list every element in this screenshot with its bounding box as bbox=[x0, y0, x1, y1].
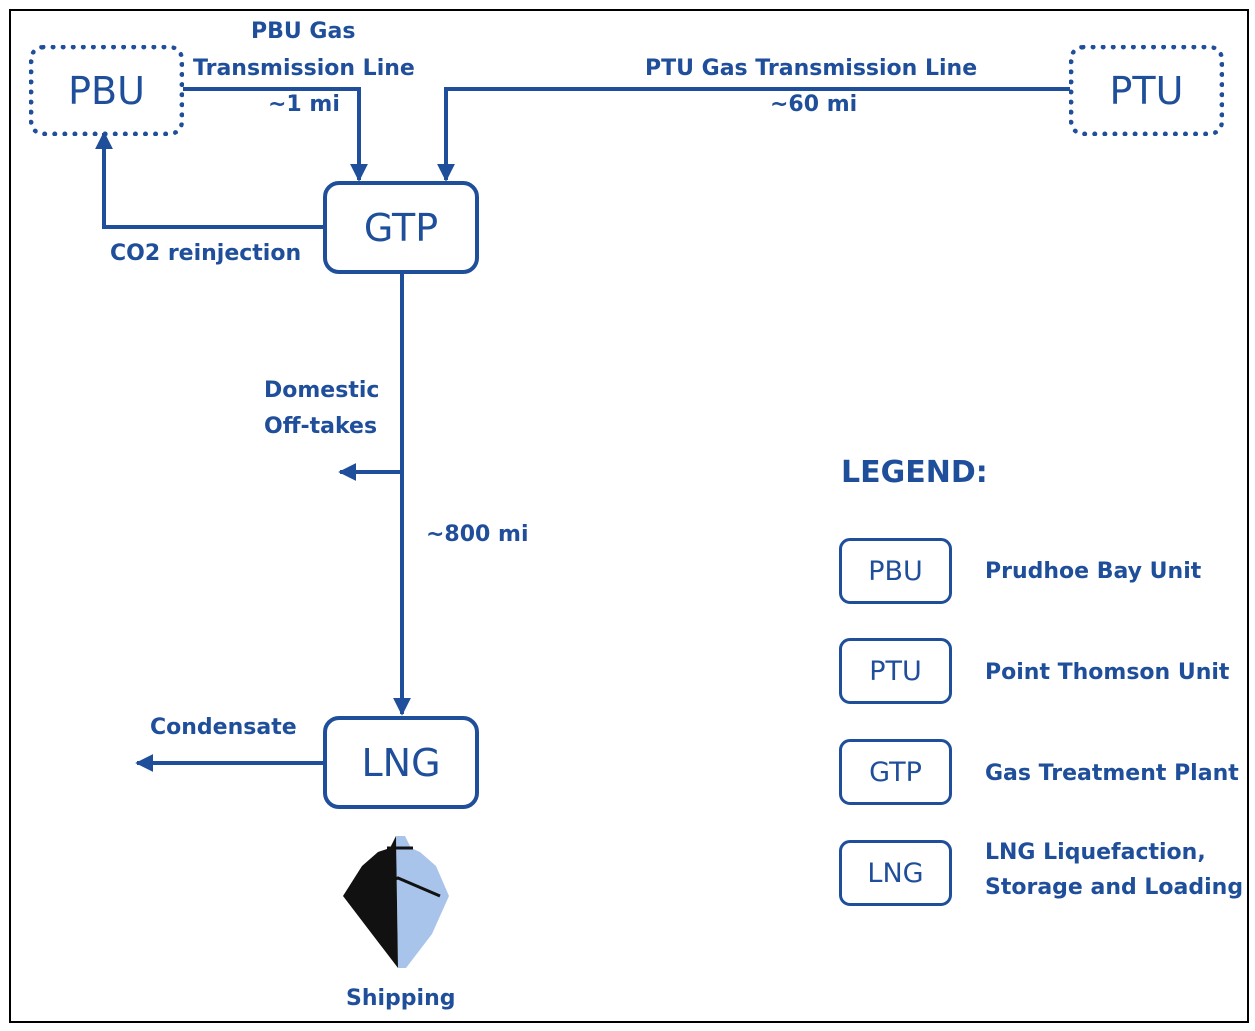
legend-desc-gtp: Gas Treatment Plant bbox=[985, 761, 1239, 786]
co2-reinjection-connector bbox=[95, 131, 324, 229]
legend-title: LEGEND: bbox=[841, 455, 988, 490]
pbu-node: PBU bbox=[29, 45, 184, 136]
ptu-line-title: PTU Gas Transmission Line bbox=[645, 56, 978, 81]
pipeline-distance-label: ~800 mi bbox=[426, 522, 529, 547]
shipping-label: Shipping bbox=[346, 986, 456, 1011]
lng-node: LNG bbox=[323, 716, 479, 809]
ptu-to-gtp-connector bbox=[437, 87, 1070, 182]
legend-desc-lng-2: Storage and Loading bbox=[985, 875, 1244, 900]
legend-box-gtp: GTP bbox=[839, 739, 952, 805]
legend-desc-pbu: Prudhoe Bay Unit bbox=[985, 559, 1202, 584]
gtp-node: GTP bbox=[323, 181, 479, 274]
pbu-to-gtp-connector bbox=[183, 87, 368, 182]
ship-icon bbox=[343, 836, 449, 968]
pbu-line-title-1: PBU Gas bbox=[251, 19, 356, 44]
ptu-node: PTU bbox=[1069, 45, 1224, 136]
co2-reinjection-label: CO2 reinjection bbox=[110, 241, 302, 266]
pbu-line-title-2: Transmission Line bbox=[193, 56, 415, 81]
ptu-line-distance: ~60 mi bbox=[770, 92, 858, 117]
domestic-label-1: Domestic bbox=[264, 378, 380, 403]
legend-box-pbu: PBU bbox=[839, 538, 952, 604]
condensate-label: Condensate bbox=[150, 715, 297, 740]
diagram-frame bbox=[9, 9, 1249, 1023]
pbu-line-distance: ~1 mi bbox=[268, 92, 340, 117]
legend-desc-ptu: Point Thomson Unit bbox=[985, 660, 1230, 685]
legend-box-lng: LNG bbox=[839, 840, 952, 906]
legend-desc-lng-1: LNG Liquefaction, bbox=[985, 840, 1206, 865]
domestic-label-2: Off-takes bbox=[264, 414, 378, 439]
legend-box-ptu: PTU bbox=[839, 638, 952, 704]
